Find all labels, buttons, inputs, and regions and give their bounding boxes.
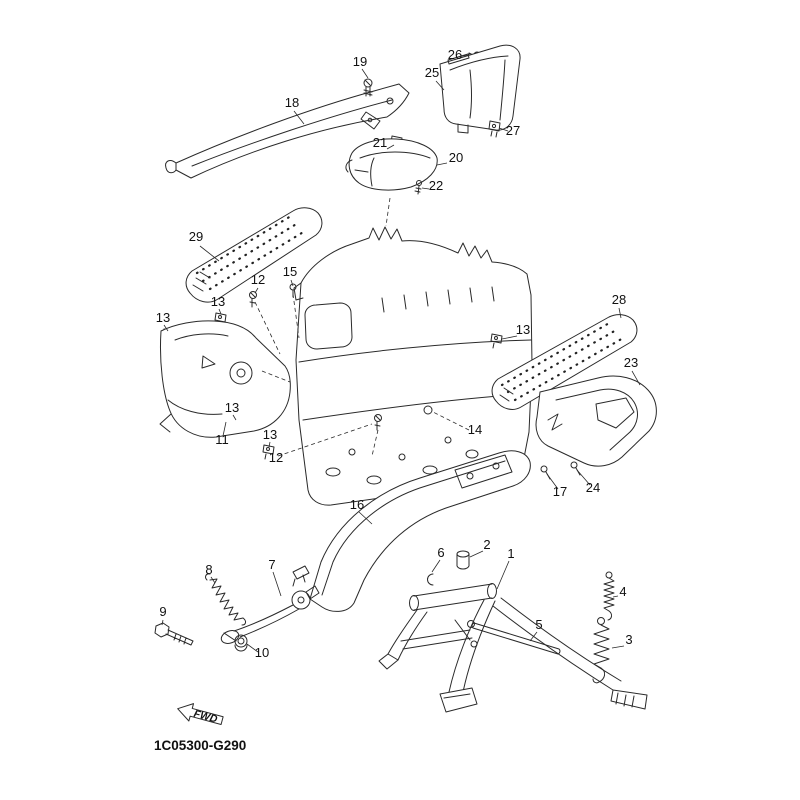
callout-13-14: 13 <box>516 322 530 337</box>
part-4-spring-small <box>603 571 615 621</box>
callout-7-27: 7 <box>268 557 275 572</box>
part-16-lower-trim <box>292 450 531 612</box>
callout-16-23: 16 <box>350 497 364 512</box>
callout-13-13: 13 <box>156 310 170 325</box>
part-24-screw <box>570 461 581 476</box>
callout-21-5: 21 <box>373 135 387 150</box>
callout-12-10: 12 <box>251 272 265 287</box>
callout-3-32: 3 <box>625 632 632 647</box>
callout-18-3: 18 <box>285 95 299 110</box>
callout-6-25: 6 <box>437 545 444 560</box>
part-6-circlip <box>427 573 434 586</box>
callout-13-16: 13 <box>225 400 239 415</box>
callout-29-8: 29 <box>189 229 203 244</box>
part-12-bolt-lower <box>374 414 382 431</box>
part-3-spring-large <box>592 617 610 684</box>
callout-24-22: 24 <box>586 480 600 495</box>
fwd-arrow: FWD <box>177 703 224 726</box>
part-28-footboard-right <box>491 314 638 410</box>
callout-27-4: 27 <box>506 123 520 138</box>
part-11-under-panel <box>159 320 291 438</box>
callout-15-9: 15 <box>283 264 297 279</box>
part-27-clip <box>488 120 501 138</box>
callout-9-30: 9 <box>159 604 166 619</box>
callout-22-7: 22 <box>429 178 443 193</box>
part-19-screw <box>363 78 373 97</box>
part-23-side-cover <box>535 375 657 467</box>
callout-28-11: 28 <box>612 292 626 307</box>
callout-14-17: 14 <box>468 422 482 437</box>
callout-numbers: 2619251827212022291512281313132313141311… <box>156 47 638 660</box>
part-8-spring-side <box>205 573 246 626</box>
callout-17-21: 17 <box>553 484 567 499</box>
callout-20-6: 20 <box>449 150 463 165</box>
callout-5-31: 5 <box>535 617 542 632</box>
callout-25-2: 25 <box>425 65 439 80</box>
callout-10-33: 10 <box>255 645 269 660</box>
callout-13-18: 13 <box>263 427 277 442</box>
part-10-nut <box>234 634 248 652</box>
part-22-screw <box>414 180 422 195</box>
part-25-panel <box>439 44 521 134</box>
callout-8-28: 8 <box>205 562 212 577</box>
leader-lines <box>161 54 641 653</box>
callout-12-20: 12 <box>269 450 283 465</box>
callout-13-12: 13 <box>211 294 225 309</box>
construction-lines <box>254 197 470 457</box>
part-2-bushing <box>456 550 470 570</box>
part-9-bolt <box>154 622 194 646</box>
part-29-footboard-left <box>185 207 323 303</box>
callout-26-0: 26 <box>448 47 462 62</box>
fwd-label: FWD <box>192 708 219 726</box>
diagram-code: 1C05300-G290 <box>154 738 246 753</box>
callout-2-24: 2 <box>483 537 490 552</box>
part-7-side-stand <box>220 585 320 644</box>
part-17-screw <box>540 465 551 480</box>
part-12-bolt-upper <box>249 291 257 308</box>
part-main-floor-panel <box>293 226 533 506</box>
part-20-cover <box>345 138 438 191</box>
callout-11-19: 11 <box>215 432 229 447</box>
part-5-rod <box>467 620 561 655</box>
callout-1-26: 1 <box>507 546 514 561</box>
callout-23-15: 23 <box>624 355 638 370</box>
part-1-center-stand <box>378 583 648 713</box>
part-18-molding <box>165 83 410 179</box>
callout-4-29: 4 <box>619 584 626 599</box>
callout-19-1: 19 <box>353 54 367 69</box>
